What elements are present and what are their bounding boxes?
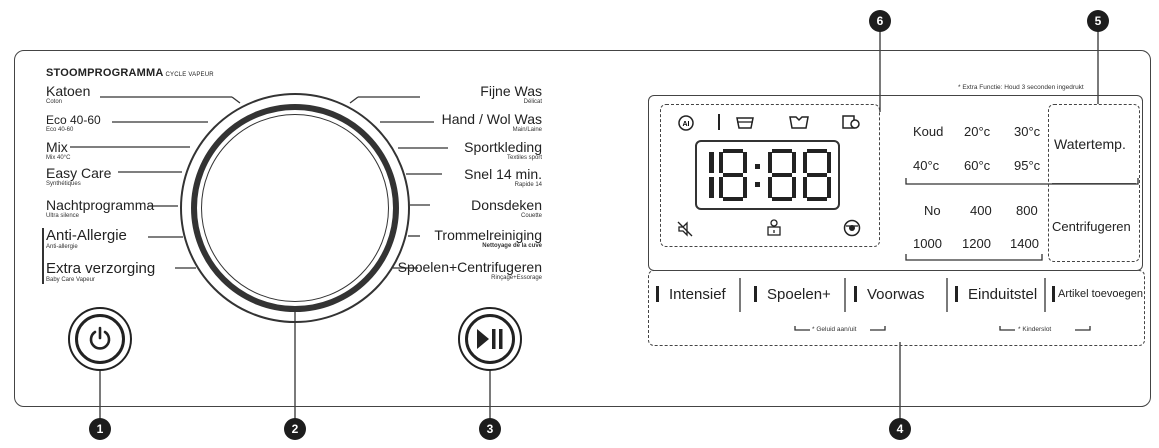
program-dial-bezel <box>191 104 399 312</box>
callout-5: 5 <box>1087 10 1109 32</box>
power-button[interactable] <box>68 307 132 371</box>
extra-function-note: * Extra Functie: Houd 3 seconden ingedru… <box>958 84 1084 91</box>
power-icon <box>89 326 111 350</box>
intensief-button[interactable]: Intensief <box>656 278 726 310</box>
door-lock-icon <box>843 219 861 237</box>
spin-value: 800 <box>1016 203 1038 218</box>
status-icon-area <box>660 104 880 247</box>
sound-toggle-note: * Geluid aan/uit <box>812 326 857 333</box>
spin-value: 1400 <box>1010 236 1039 251</box>
callout-1: 1 <box>89 418 111 440</box>
temp-value: 95°c <box>1014 158 1041 173</box>
child-lock-note: * Kinderslot <box>1018 326 1052 333</box>
wash-tub-icon <box>789 116 809 129</box>
temp-value: 60°c <box>964 158 991 173</box>
program-snel-14-min[interactable]: Snel 14 min.Rapide 14 <box>464 166 542 188</box>
temp-value: 40°c <box>913 158 940 173</box>
hold-function-area <box>1048 104 1140 262</box>
time-display <box>695 140 840 210</box>
start-pause-button[interactable] <box>458 307 522 371</box>
steam-program-bracket <box>42 228 44 284</box>
control-panel-frame <box>14 50 1151 407</box>
voorwas-button[interactable]: Voorwas <box>854 278 925 310</box>
icon-separator <box>718 114 720 130</box>
temp-value: Koud <box>913 124 944 139</box>
callout-6: 6 <box>869 10 891 32</box>
temp-value: 30°c <box>1014 124 1041 139</box>
spin-value: No <box>924 203 941 218</box>
spin-button[interactable]: Centrifugeren <box>1052 219 1131 234</box>
callout-4: 4 <box>889 418 911 440</box>
callout-2: 2 <box>284 418 306 440</box>
spin-value: 1200 <box>962 236 991 251</box>
einduitstel-button[interactable]: Einduitstel <box>955 278 1037 310</box>
temp-value: 20°c <box>964 124 991 139</box>
mute-icon <box>677 221 693 237</box>
spin-value: 400 <box>970 203 992 218</box>
child-lock-icon <box>767 219 781 236</box>
add-item-button[interactable]: Artikel toevoegen <box>1052 278 1143 310</box>
water-temp-button[interactable]: Watertemp. <box>1054 136 1126 152</box>
program-dial[interactable] <box>201 114 389 302</box>
spoelen-plus-button[interactable]: Spoelen+ <box>754 278 831 310</box>
seven-segment-digits <box>709 149 831 201</box>
callout-3: 3 <box>479 418 501 440</box>
svg-text:AI: AI <box>683 121 690 128</box>
spin-value: 1000 <box>913 236 942 251</box>
option-buttons-area <box>648 270 1145 346</box>
rinse-spin-icon <box>842 115 860 129</box>
play-pause-icon <box>477 329 503 349</box>
ai-wash-icon: AI <box>678 115 694 131</box>
pre-wash-tub-icon <box>736 117 754 129</box>
program-dial-ring <box>180 93 410 323</box>
button-divider <box>1052 183 1136 184</box>
